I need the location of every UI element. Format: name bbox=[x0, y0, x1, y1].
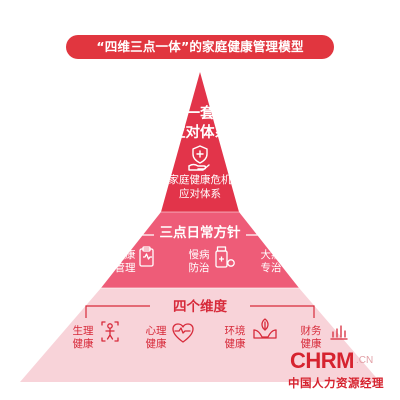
bottom-item-physical: 生理 健康 bbox=[68, 325, 98, 351]
top-tier-title-line1: 一套 bbox=[185, 106, 215, 122]
bottom-item-label-line1: 生理 bbox=[72, 325, 94, 337]
top-tier-title: 一套 应对体系 bbox=[150, 105, 250, 143]
clipboard-heart-icon bbox=[139, 246, 154, 267]
middle-tier-title: 三点日常方针 bbox=[159, 225, 241, 241]
pyramid-tier-middle bbox=[101, 212, 299, 288]
middle-item-label-line1: 健康 bbox=[114, 249, 136, 261]
middle-item-serious-illness: 大病 专治 bbox=[256, 249, 286, 275]
middle-item-label-line2: 防治 bbox=[188, 262, 210, 274]
watermark-logo: CHRM bbox=[290, 348, 355, 373]
medicine-bottle-icon bbox=[215, 246, 235, 268]
bottom-item-environment: 环境 健康 bbox=[220, 325, 250, 351]
watermark-logo-suffix: .CN bbox=[356, 355, 374, 366]
middle-item-label-line2: 专治 bbox=[260, 262, 282, 274]
middle-item-label-line2: 管理 bbox=[114, 262, 136, 274]
doctor-icon bbox=[289, 247, 307, 268]
bottom-bracket bbox=[85, 305, 315, 318]
pyramid-tier-top bbox=[161, 72, 239, 212]
bottom-tier-title: 四个维度 bbox=[173, 299, 227, 315]
bottom-item-mental: 心理 健康 bbox=[141, 325, 171, 351]
bottom-item-label-line1: 财务 bbox=[300, 325, 322, 337]
bottom-item-label-line2: 健康 bbox=[72, 338, 94, 350]
middle-bracket bbox=[125, 234, 275, 242]
diagram-title: “四维三点一体”的家庭健康管理模型 bbox=[66, 35, 334, 59]
bottom-item-label-line1: 环境 bbox=[224, 325, 246, 337]
watermark-subtitle: 中国人力资源经理 bbox=[288, 376, 384, 390]
middle-item-health-management: 健康 管理 bbox=[110, 249, 140, 275]
heart-pulse-icon bbox=[172, 323, 194, 343]
shield-hand-icon bbox=[188, 145, 210, 171]
pyramid-tier-bottom bbox=[20, 288, 380, 382]
bottom-item-label-line2: 健康 bbox=[224, 338, 246, 350]
bottom-item-financial: 财务 健康 bbox=[296, 325, 326, 351]
bottom-item-label-line2: 健康 bbox=[300, 338, 322, 350]
bottom-item-label-line1: 心理 bbox=[145, 325, 167, 337]
body-scan-icon bbox=[101, 321, 119, 342]
top-tier-title-line2: 应对体系 bbox=[171, 125, 229, 141]
top-tier-sub-line2: 应对体系 bbox=[179, 188, 221, 200]
top-tier-subtitle: 家庭健康危机 应对体系 bbox=[150, 173, 250, 201]
bottom-item-label-line2: 健康 bbox=[145, 338, 167, 350]
top-tier-sub-line1: 家庭健康危机 bbox=[168, 174, 232, 186]
yen-chart-icon bbox=[330, 325, 348, 340]
middle-item-label-line1: 大病 bbox=[260, 249, 282, 261]
leaf-hand-icon bbox=[253, 318, 277, 339]
middle-item-label-line1: 慢病 bbox=[188, 249, 210, 261]
middle-item-chronic-prevention: 慢病 防治 bbox=[184, 249, 214, 275]
